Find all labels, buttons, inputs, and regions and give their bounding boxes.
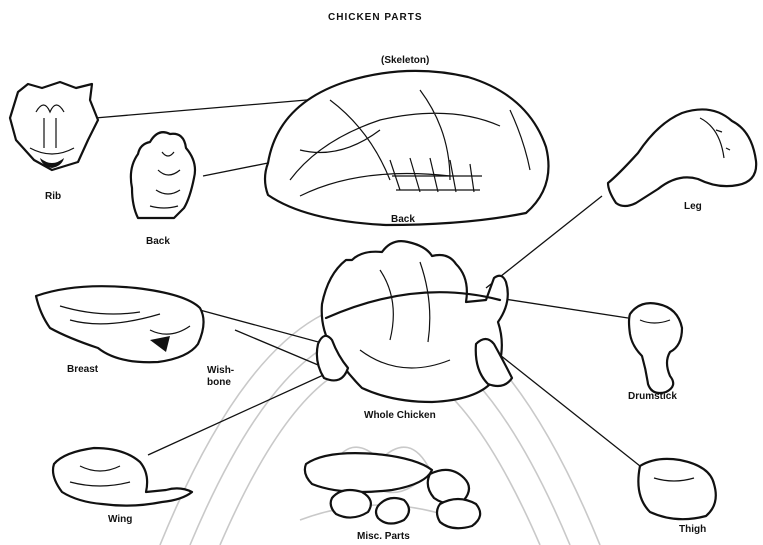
leg-illustration — [608, 109, 756, 206]
label-leg: Leg — [684, 201, 702, 212]
whole-chicken-illustration — [317, 241, 512, 402]
label-whole-chicken: Whole Chicken — [364, 410, 436, 421]
label-breast: Breast — [67, 364, 98, 375]
label-misc-parts: Misc. Parts — [357, 531, 410, 542]
drumstick-illustration — [629, 303, 682, 393]
label-skeleton: (Skeleton) — [381, 55, 429, 66]
label-back-skeleton: Back — [391, 214, 415, 225]
misc-parts-illustration — [305, 453, 480, 528]
label-drumstick: Drumstick — [628, 391, 677, 402]
thigh-illustration — [638, 459, 715, 519]
breast-illustration — [36, 286, 204, 362]
back-illustration — [131, 132, 195, 218]
label-wishbone-2: bone — [207, 377, 231, 388]
skeleton-illustration — [265, 71, 549, 225]
wing-illustration — [53, 448, 192, 506]
label-rib: Rib — [45, 191, 61, 202]
label-back-small: Back — [146, 236, 170, 247]
label-wing: Wing — [108, 514, 132, 525]
rib-illustration — [10, 82, 98, 170]
diagram-title: CHICKEN PARTS — [328, 12, 422, 23]
label-wishbone-1: Wish- — [207, 365, 234, 376]
label-thigh: Thigh — [679, 524, 706, 535]
